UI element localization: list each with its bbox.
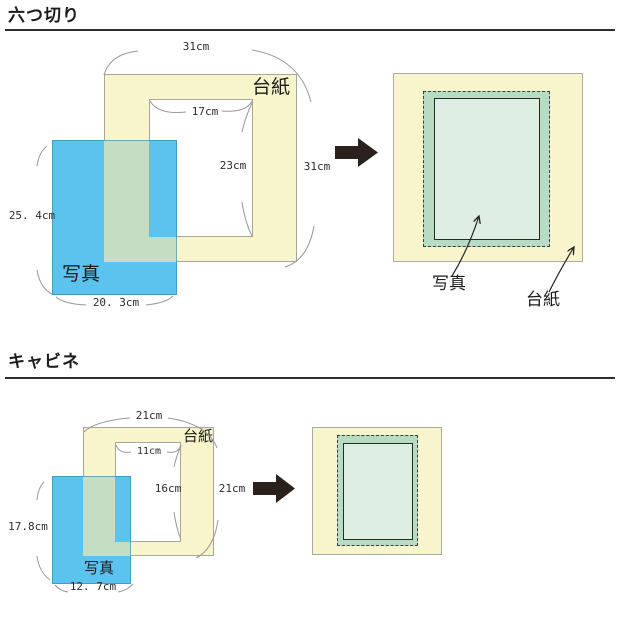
photo-mat-overlap-2a	[83, 476, 115, 556]
arrow-right-icon-1	[335, 138, 378, 167]
mat-height-label-1: 31cm	[303, 160, 331, 173]
photo-height-label-1: 25. 4cm	[8, 209, 56, 222]
photo-outline-1	[52, 140, 177, 295]
result-window-opening-1	[434, 98, 540, 240]
window-width-label-1: 17cm	[191, 105, 219, 118]
window-height-label-2: 16cm	[154, 482, 182, 495]
mat-width-label-2: 21cm	[135, 409, 163, 422]
photo-width-label-2: 12. 7cm	[69, 580, 117, 593]
window-height-label-1: 23cm	[219, 159, 247, 172]
mat-width-label-1: 31cm	[182, 40, 210, 53]
section-divider-2	[5, 377, 615, 379]
photo-label-1: 写真	[62, 263, 101, 285]
section-title-mutsugiri: 六つ切り	[8, 6, 80, 26]
photo-width-label-1: 20. 3cm	[92, 296, 140, 309]
section-title-cabinet: キャビネ	[8, 352, 80, 372]
window-width-label-2: 11cm	[136, 446, 162, 457]
result-photo-label-1: 写真	[432, 274, 466, 294]
photo-outline-2	[52, 476, 131, 584]
arrow-right-icon-2	[253, 474, 295, 503]
photo-height-label-2: 17.8cm	[8, 520, 48, 533]
mat-label-2: 台紙	[183, 427, 214, 445]
result-window-opening-2	[343, 443, 413, 540]
photo-mat-overlap-1b	[149, 237, 177, 262]
mat-label-1: 台紙	[252, 76, 291, 98]
section-divider	[5, 29, 615, 31]
photo-mat-overlap-2b	[115, 542, 131, 556]
photo-mat-overlap-1a	[104, 140, 149, 262]
mat-height-label-2: 21cm	[218, 482, 246, 495]
result-mat-label-1: 台紙	[526, 290, 560, 310]
photo-label-2: 写真	[84, 559, 115, 577]
